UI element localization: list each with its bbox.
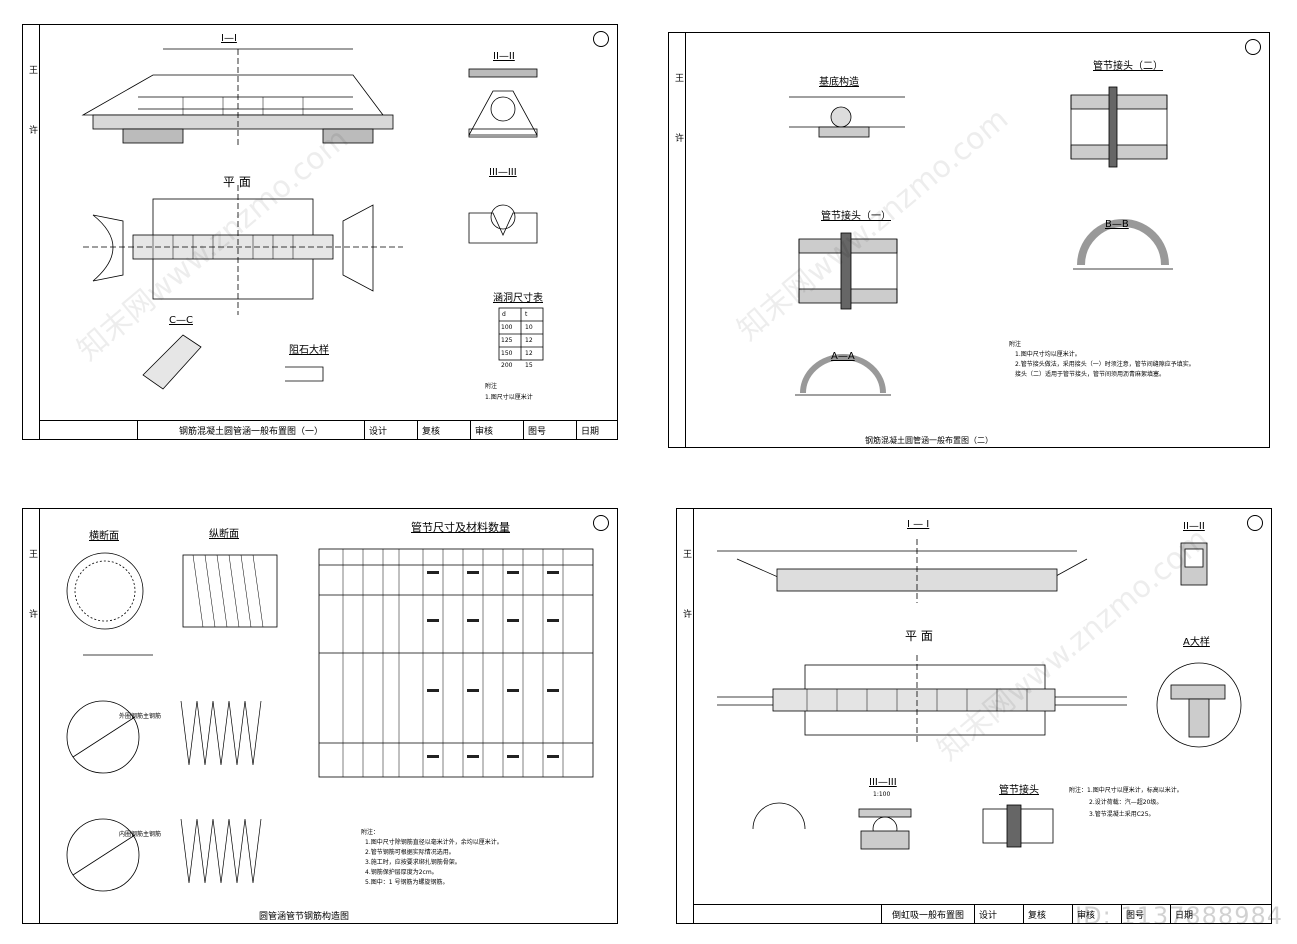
table-cell: 125 — [501, 337, 513, 344]
tb-cell: 日期 — [1175, 910, 1194, 921]
table-cell: 15 — [525, 362, 533, 369]
corner-circle — [1245, 39, 1261, 55]
corner-circle — [593, 515, 609, 531]
title-block: 钢筋混凝土圆管涵一般布置图（一） 设计 复核 审核 图号 日期 — [39, 420, 617, 439]
drawing-sheet-2: 王 许 基底构造 管节接头（二） 管节接头（一） B—B A—A 附注 1.图中… — [668, 32, 1270, 448]
note-1: 1.图尺寸以厘米计 — [485, 394, 533, 401]
cross-section-label: 横断面 — [89, 531, 119, 542]
tb-cell: 图号 — [524, 421, 577, 439]
joint-1-label: 管节接头（一） — [821, 211, 891, 222]
scale-label: 1:100 — [873, 791, 891, 798]
section-2-label: II—II — [1183, 521, 1205, 532]
table-cell: 100 — [501, 324, 513, 331]
detail-label: 阻石大样 — [289, 345, 329, 356]
note-heading: 附注 — [485, 383, 498, 390]
drawing-title: 倒虹吸一般布置图 — [882, 905, 975, 923]
drawing-title: 钢筋混凝土圆管涵一般布置图（一） — [138, 421, 365, 439]
table-cell: 200 — [501, 362, 513, 369]
plan-label: 平 面 — [223, 175, 251, 189]
section-3-label: III—III — [489, 167, 517, 178]
tb-cell: 复核 — [1024, 905, 1073, 923]
note-4: 4.钢筋保护层厚度为2cm。 — [365, 869, 438, 876]
stamp-a: 王 — [27, 549, 37, 558]
note-2: 2.管节钢筋可根据实际情况选用。 — [365, 849, 455, 856]
inner-rebar-label: 内圈钢筋主钢筋 — [119, 831, 162, 838]
note-2: 2.管节接头做法，采用接头（一）时须注意，管节间缝隙应予填实。 — [1015, 361, 1195, 368]
sheet-sidebar: 王 许 — [669, 33, 686, 447]
table-cell: 12 — [525, 337, 533, 344]
section-c-label: C—C — [169, 315, 193, 326]
sheet-sidebar: 王 许 — [23, 509, 40, 923]
sheet-4-drawing — [717, 539, 1242, 850]
note-1: 附注：1.图中尺寸以厘米计，标高以米计。 — [1069, 787, 1183, 794]
note-3: 3.管节混凝土采用C25。 — [1089, 811, 1155, 818]
note-3: 3.施工时，应按要求绑扎钢筋骨架。 — [365, 859, 461, 866]
drawing-sheet-4: 王 许 I — — [676, 508, 1272, 924]
corner-circle — [593, 31, 609, 47]
table-head-d: d — [502, 311, 506, 318]
note-heading: 附注 — [1009, 341, 1022, 348]
note-5: 5.图中：1 号钢筋为螺旋钢筋。 — [365, 879, 449, 886]
tb-cell: 图号 — [1122, 905, 1171, 923]
id-tag: ID: 1137888984 — [1075, 902, 1283, 930]
tb-cell: 复核 — [418, 421, 471, 439]
long-section-label: 纵断面 — [209, 529, 239, 540]
sheet-sidebar: 王 许 — [23, 25, 40, 439]
note-1: 1.图中尺寸除钢筋直径以毫米计外，余均以厘米计。 — [365, 839, 503, 846]
drawing-title: 钢筋混凝土圆管涵一般布置图（二） — [865, 436, 993, 445]
stamp-b: 许 — [673, 133, 683, 142]
plan-label: 平 面 — [905, 629, 933, 643]
drawing-title: 圆管涵管节钢筋构造图 — [259, 912, 350, 922]
section-1-label: I—I — [221, 33, 237, 44]
note-heading: 附注： — [361, 829, 380, 836]
tb-cell: 设计 — [365, 421, 418, 439]
joint-label: 管节接头 — [999, 785, 1039, 796]
note-1: 1.图中尺寸均以厘米计。 — [1015, 351, 1081, 358]
corner-circle — [1247, 515, 1263, 531]
stamp-b: 许 — [27, 609, 37, 618]
section-1-label: I — I — [907, 519, 930, 530]
stamp-b: 许 — [681, 609, 691, 618]
stamp-b: 许 — [27, 125, 37, 134]
drawing-sheet-1: 王 许 — [22, 24, 618, 440]
table-cell: 10 — [525, 324, 533, 331]
table-title: 涵洞尺寸表 — [493, 293, 543, 304]
tb-cell: 日期 — [581, 426, 600, 437]
detail-a-label: A大样 — [1183, 637, 1210, 648]
title-block: 倒虹吸一般布置图 设计 复核 审核 图号 日期 — [693, 904, 1271, 923]
tb-cell: 设计 — [975, 905, 1024, 923]
tb-cell: 审核 — [1073, 905, 1122, 923]
section-a-label: A—A — [831, 351, 855, 362]
sheet-3-drawing — [66, 548, 594, 892]
sheet-sidebar: 王 许 — [677, 509, 694, 923]
note-3: 接头（二）适用于管节接头，管节间须用沥青麻絮填塞。 — [1015, 371, 1166, 378]
outer-rebar-label: 外圈钢筋主钢筋 — [119, 713, 162, 720]
sheet-1-drawing — [81, 48, 544, 390]
stamp-a: 王 — [673, 73, 683, 82]
table-title: 管节尺寸及材料数量 — [411, 521, 510, 534]
section-2-label: II—II — [493, 51, 515, 62]
note-2: 2.设计荷载：汽—超20级。 — [1089, 799, 1163, 806]
section-b-label: B—B — [1105, 219, 1129, 230]
base-label: 基底构造 — [819, 77, 859, 88]
section-3-label: III—III — [869, 777, 897, 788]
table-cell: 12 — [525, 350, 533, 357]
tb-cell: 审核 — [471, 421, 524, 439]
stamp-a: 王 — [27, 65, 37, 74]
table-head-t: t — [525, 311, 528, 318]
drawing-sheet-3: 王 许 — [22, 508, 618, 924]
joint-2-label: 管节接头（二） — [1093, 61, 1163, 72]
sheet-2-drawing — [789, 86, 1173, 396]
stamp-a: 王 — [681, 549, 691, 558]
table-cell: 150 — [501, 350, 513, 357]
